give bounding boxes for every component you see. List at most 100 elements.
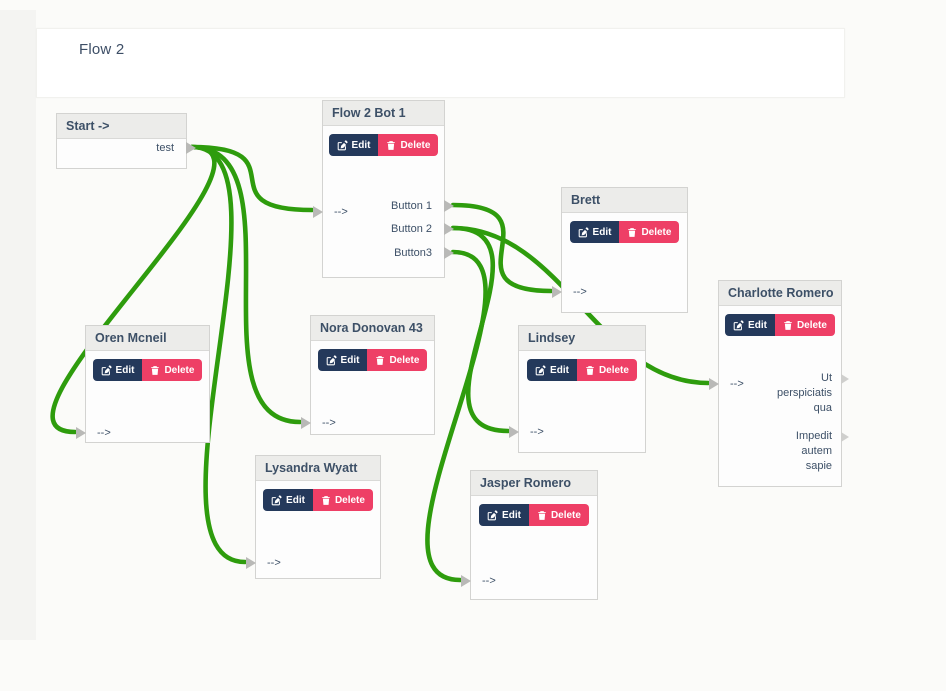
page-left-margin [0,10,36,640]
port-out-button2-label: Button 2 [391,223,432,235]
port-in-label: --> [322,417,336,429]
port-arrow-icon [313,206,323,218]
node-nora-donovan[interactable]: Nora Donovan 43 Edit Delete --> [301,315,435,435]
node-actions: Edit Delete [256,489,380,511]
port-in-oren[interactable]: --> [76,422,209,444]
delete-button[interactable]: Delete [528,504,589,526]
node-oren-mcneil[interactable]: Oren Mcneil Edit Delete --> [76,325,210,444]
port-arrow-icon [841,374,849,384]
port-in-jasper[interactable]: --> [461,570,597,592]
delete-button-label: Delete [550,509,581,521]
delete-button[interactable]: Delete [367,349,428,371]
trash-icon [386,140,396,151]
edit-button-label: Edit [115,364,135,376]
node-actions: Edit Delete [323,134,444,156]
node-actions: Edit Delete [311,349,434,371]
edit-button[interactable]: Edit [263,489,313,511]
node-lysandra-wyatt-title: Lysandra Wyatt [256,456,380,481]
delete-button-label: Delete [641,226,672,238]
edit-icon [578,226,589,238]
port-in-label: --> [482,575,496,587]
trash-icon [321,495,331,506]
delete-button[interactable]: Delete [378,134,439,156]
node-brett-title: Brett [562,188,687,213]
edit-button-label: Edit [550,364,569,376]
port-in-brett[interactable]: --> [552,281,687,303]
port-arrow-icon [709,378,719,390]
delete-button[interactable]: Delete [142,359,203,381]
trash-icon [375,355,385,366]
node-lysandra-wyatt[interactable]: Lysandra Wyatt Edit Delete --> [246,455,381,579]
delete-button-label: Delete [389,354,420,366]
port-arrow-icon [444,200,454,212]
delete-button-label: Delete [334,494,365,506]
port-in-label: --> [530,426,544,438]
port-in-nora[interactable]: --> [301,412,434,434]
node-jasper-romero-title: Jasper Romero [471,471,597,496]
node-lindsey[interactable]: Lindsey Edit Delete --> [509,325,646,453]
port-arrow-icon [552,286,562,298]
edit-button[interactable]: Edit [569,221,620,243]
edit-icon [101,364,112,376]
connection-bot.button1-to-brett.in [450,202,554,294]
port-in-label: --> [573,286,587,298]
port-out-impedit-autem[interactable]: Impedit autem sapie [719,429,841,474]
port-out-test[interactable]: test [57,137,196,159]
node-charlotte-romero[interactable]: Charlotte Romero Edit Delete --> Ut pers… [709,280,849,487]
port-in-lindsey[interactable]: --> [509,421,645,443]
edit-button[interactable]: Edit [479,504,529,526]
delete-button[interactable]: Delete [576,359,637,381]
port-arrow-icon [461,575,471,587]
port-in-label: --> [730,378,744,390]
node-actions: Edit Delete [86,359,209,381]
port-out-label-line: Impedit [795,430,832,442]
port-in-bot[interactable]: --> [313,201,444,223]
port-out-button3-label: Button3 [394,247,432,259]
edit-button[interactable]: Edit [92,359,143,381]
port-in-charlotte[interactable]: --> [709,373,841,395]
port-out-button1[interactable]: Button 1 [323,195,454,217]
port-arrow-icon [246,557,256,569]
connection-bot.button2-to-lindsey.in [450,225,511,434]
trash-icon [627,227,637,238]
port-out-button1-label: Button 1 [391,200,432,212]
edit-icon [535,364,546,376]
delete-button-label: Delete [164,364,195,376]
node-start[interactable]: Start -> test [56,113,196,169]
port-arrow-icon [444,247,454,259]
edit-button[interactable]: Edit [328,134,379,156]
node-actions: Edit Delete [519,359,645,381]
edit-button-label: Edit [286,494,305,506]
delete-button[interactable]: Delete [619,221,680,243]
port-out-label-line: autem [801,445,832,457]
node-oren-mcneil-title: Oren Mcneil [86,326,209,351]
node-start-title: Start -> [57,114,186,139]
port-out-button2[interactable]: Button 2 [323,218,454,240]
edit-button[interactable]: Edit [527,359,577,381]
edit-button[interactable]: Edit [725,314,775,336]
port-in-label: --> [334,206,348,218]
node-actions: Edit Delete [471,504,597,526]
port-out-label-line: qua [813,402,832,414]
trash-icon [537,510,547,521]
port-in-lysandra[interactable]: --> [246,552,380,574]
edit-icon [271,494,282,506]
port-out-button3[interactable]: Button3 [323,242,454,264]
page-title: Flow 2 [79,41,125,58]
delete-button[interactable]: Delete [312,489,373,511]
delete-button-label: Delete [796,319,827,331]
edit-button[interactable]: Edit [317,349,368,371]
port-out-test-label: test [156,142,174,154]
node-charlotte-romero-title: Charlotte Romero [719,281,841,306]
edit-icon [326,354,337,366]
node-flow2bot1[interactable]: Flow 2 Bot 1 Edit Delete --> Button 1 Bu… [313,100,454,278]
node-jasper-romero[interactable]: Jasper Romero Edit Delete --> [461,470,598,600]
port-arrow-icon [76,427,86,439]
edit-icon [487,509,498,521]
node-nora-donovan-title: Nora Donovan 43 [311,316,434,341]
node-brett[interactable]: Brett Edit Delete --> [552,187,688,313]
delete-button[interactable]: Delete [774,314,835,336]
port-out-ut-perspiciatis[interactable]: Ut perspiciatis qua [719,371,841,416]
edit-button-label: Edit [351,139,371,151]
